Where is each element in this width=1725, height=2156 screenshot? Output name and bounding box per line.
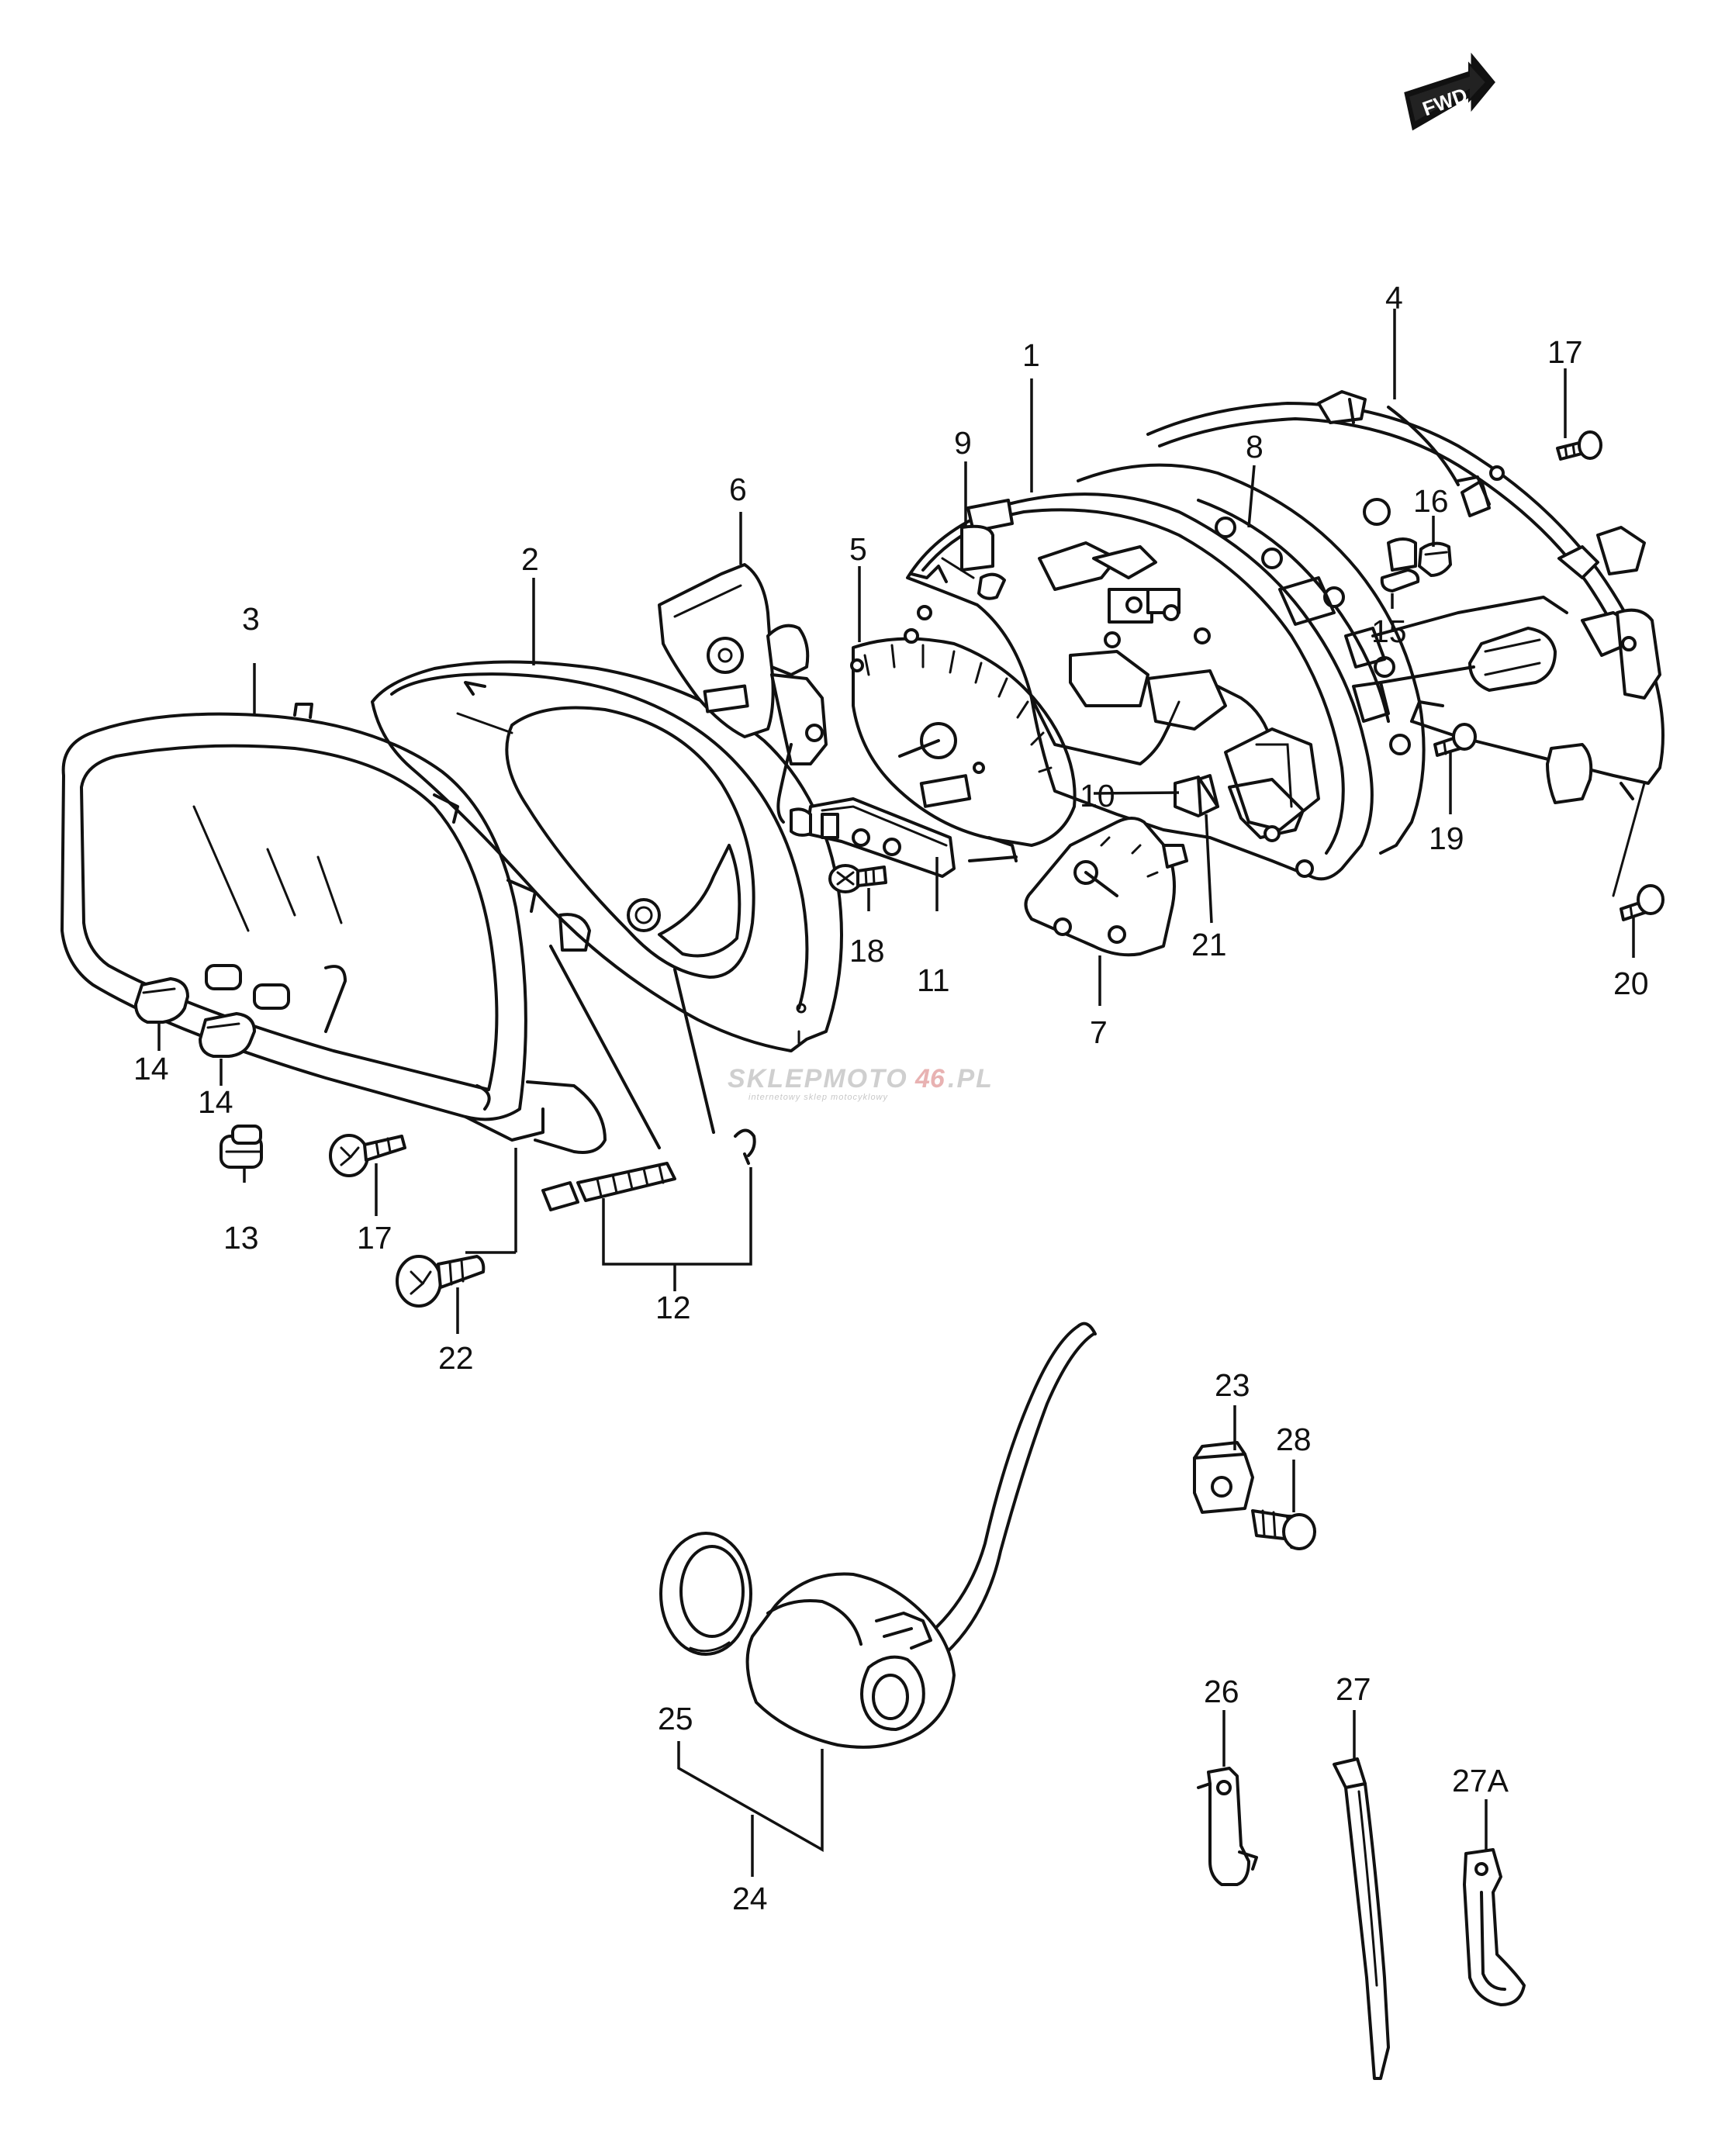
part-24-speedometer-cable-assy bbox=[745, 1322, 1097, 1749]
part-15-bulb bbox=[1380, 568, 1420, 593]
part-2-meter-case bbox=[371, 660, 843, 1052]
part-27-cable-tie bbox=[1333, 1757, 1390, 2080]
callout-10: 10 bbox=[1080, 778, 1115, 814]
part-16-bulb-socket bbox=[1418, 541, 1452, 577]
part-17-screw-top bbox=[1556, 430, 1602, 461]
watermark-tagline: internetowy sklep motocyklowy bbox=[748, 1093, 889, 1102]
callout-11: 11 bbox=[917, 962, 950, 998]
callout-3: 3 bbox=[242, 601, 260, 637]
callout-22: 22 bbox=[438, 1340, 474, 1376]
part-22-screw bbox=[396, 1255, 486, 1308]
callout-16: 16 bbox=[1413, 483, 1449, 519]
callout-24: 24 bbox=[732, 1881, 768, 1916]
part-18-screw bbox=[828, 864, 887, 893]
part-19-screw bbox=[1433, 723, 1477, 757]
callout-28: 28 bbox=[1276, 1422, 1312, 1457]
part-8-case-gasket-frame bbox=[1077, 463, 1426, 855]
callout-20: 20 bbox=[1613, 966, 1649, 1001]
part-27a-clamp bbox=[1463, 1848, 1526, 2006]
callout-labels: 1 2 3 4 5 6 7 8 9 10 11 12 13 14 14 15 1… bbox=[133, 280, 1649, 1916]
callout-25: 25 bbox=[658, 1701, 693, 1736]
callout-27: 27 bbox=[1336, 1671, 1371, 1707]
part-17-screw-left bbox=[329, 1134, 406, 1177]
part-4-rear-cover bbox=[1146, 390, 1665, 897]
part-1-lower-case bbox=[904, 492, 1374, 881]
callout-19: 19 bbox=[1429, 821, 1464, 856]
callout-7: 7 bbox=[1090, 1014, 1108, 1050]
part-26-clamp bbox=[1197, 1767, 1258, 1886]
watermark-brand-1: SKLEPMOTO bbox=[728, 1064, 908, 1094]
watermark-brand-3: .PL bbox=[948, 1064, 994, 1094]
leader-lines bbox=[157, 309, 1635, 1877]
callout-1: 1 bbox=[1022, 337, 1040, 373]
callout-5: 5 bbox=[849, 531, 867, 567]
callout-14-lower: 14 bbox=[198, 1084, 233, 1120]
callout-27a: 27A bbox=[1452, 1763, 1509, 1798]
part-23-clip-nut bbox=[1193, 1441, 1254, 1514]
callout-26: 26 bbox=[1204, 1674, 1239, 1709]
callout-8: 8 bbox=[1246, 429, 1264, 465]
part-7-fuel-gauge bbox=[1024, 817, 1188, 957]
part-13-grommet bbox=[220, 1125, 263, 1169]
forward-direction-badge: FWD bbox=[1404, 52, 1495, 131]
part-12-bulb-socket-harness bbox=[541, 945, 756, 1211]
watermark: SKLEPMOTO 46 .PL internetowy sklep motoc… bbox=[728, 1064, 994, 1102]
part-11-terminal-board bbox=[790, 797, 956, 878]
callout-9: 9 bbox=[954, 425, 972, 461]
callout-21: 21 bbox=[1191, 927, 1227, 962]
callout-13: 13 bbox=[223, 1220, 259, 1256]
callout-4: 4 bbox=[1385, 280, 1403, 316]
callout-18: 18 bbox=[849, 933, 885, 969]
callout-12: 12 bbox=[655, 1290, 691, 1325]
callout-14-upper: 14 bbox=[133, 1051, 169, 1087]
callout-15: 15 bbox=[1371, 613, 1407, 649]
callout-6: 6 bbox=[729, 472, 747, 507]
callout-2: 2 bbox=[521, 541, 539, 577]
part-14-plugs bbox=[134, 977, 256, 1058]
callout-17-left: 17 bbox=[357, 1220, 392, 1256]
part-20-screw bbox=[1620, 884, 1665, 921]
part-25-seal bbox=[659, 1532, 752, 1656]
part-21-light-guide bbox=[1174, 776, 1219, 817]
watermark-brand-2: 46 bbox=[914, 1064, 945, 1094]
part-6-gauge-plate bbox=[658, 563, 828, 824]
part-28-bolt bbox=[1251, 1509, 1316, 1550]
callout-23: 23 bbox=[1215, 1367, 1250, 1403]
callout-17-top: 17 bbox=[1547, 334, 1583, 370]
part-5-speedometer-dial bbox=[850, 637, 1077, 862]
